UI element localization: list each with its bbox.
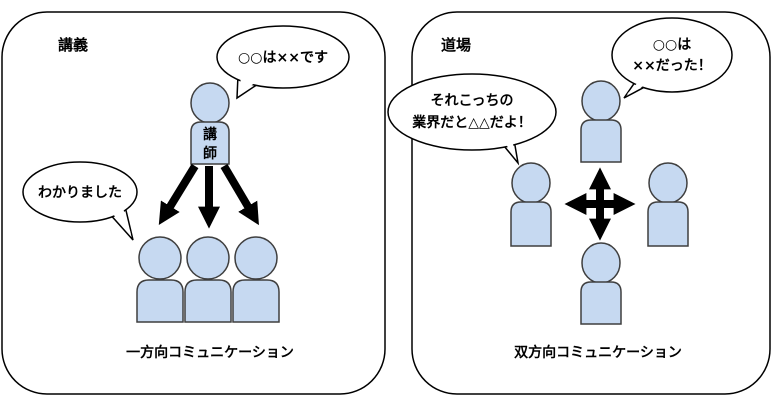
speech-bubble-top-right: ○○は ××だった！ (611, 17, 733, 99)
bubble-text: ○○は××です (238, 50, 328, 66)
lecture-caption: 一方向コミュニケーション (126, 344, 294, 361)
student-figure-left (136, 236, 184, 323)
teacher-body (190, 121, 230, 165)
student-figure-right (232, 236, 280, 323)
participant-body (647, 201, 689, 247)
one-way-arrows (158, 163, 259, 229)
participant-body (580, 281, 622, 325)
teacher-figure: 講 師 (190, 82, 230, 165)
panel-lecture: 講義 ○○は××です 講 師 わかりました (1, 11, 386, 395)
dojo-caption: 双方向コミュニケーション (514, 344, 682, 361)
teacher-label-bottom: 師 (203, 145, 217, 162)
teacher-head (190, 82, 230, 124)
speech-bubble-students: わかりました (22, 161, 138, 241)
bubble-text-line-1: それこっちの (430, 93, 513, 109)
participant-figure-left (510, 162, 552, 247)
student-body (136, 279, 184, 323)
speech-bubble-teacher: ○○は××です (216, 25, 350, 100)
speech-bubble-left: それこっちの 業界だと△△だよ！ (387, 73, 557, 166)
participant-head (581, 242, 621, 284)
participant-head (511, 162, 551, 204)
bubble-body (22, 161, 138, 223)
participant-figure-right (647, 162, 689, 247)
participant-body (510, 201, 552, 247)
participant-figure-bottom (580, 242, 622, 325)
participant-figure-top (580, 80, 622, 163)
student-head (186, 236, 230, 280)
participant-body (580, 119, 622, 163)
bubble-text-line-2: 業界だと△△だよ！ (411, 114, 532, 131)
teacher-label-top: 講 (203, 126, 217, 143)
participant-head (648, 162, 688, 204)
bubble-tail-cover (239, 77, 255, 93)
bubble-body (611, 17, 733, 93)
arrow-to-student-left (158, 163, 199, 226)
bubble-body (216, 25, 350, 89)
student-body (232, 279, 280, 323)
bubble-text-line-2: ××だった！ (632, 58, 711, 74)
student-body (184, 279, 232, 323)
arrow-to-student-right (220, 163, 259, 226)
student-figure-middle (184, 236, 232, 323)
participant-head (581, 80, 621, 122)
bubble-tail-cover (498, 130, 516, 158)
bubble-tail-cover (627, 77, 652, 94)
student-head (234, 236, 278, 280)
bubble-text-line-1: ○○は (653, 37, 691, 53)
dojo-title: 道場 (441, 36, 471, 54)
lecture-title: 講義 (58, 36, 88, 54)
panel-dojo: 道場 ○○は ××だった！ それこっちの 業界だと△△だよ！ (387, 11, 771, 395)
bubble-tail-cover (111, 205, 131, 234)
student-head (138, 236, 182, 280)
two-way-cross-arrow (564, 167, 636, 241)
bubble-text: わかりました (38, 185, 122, 201)
lecture-panel-frame (1, 11, 386, 395)
bubble-body (387, 73, 557, 151)
